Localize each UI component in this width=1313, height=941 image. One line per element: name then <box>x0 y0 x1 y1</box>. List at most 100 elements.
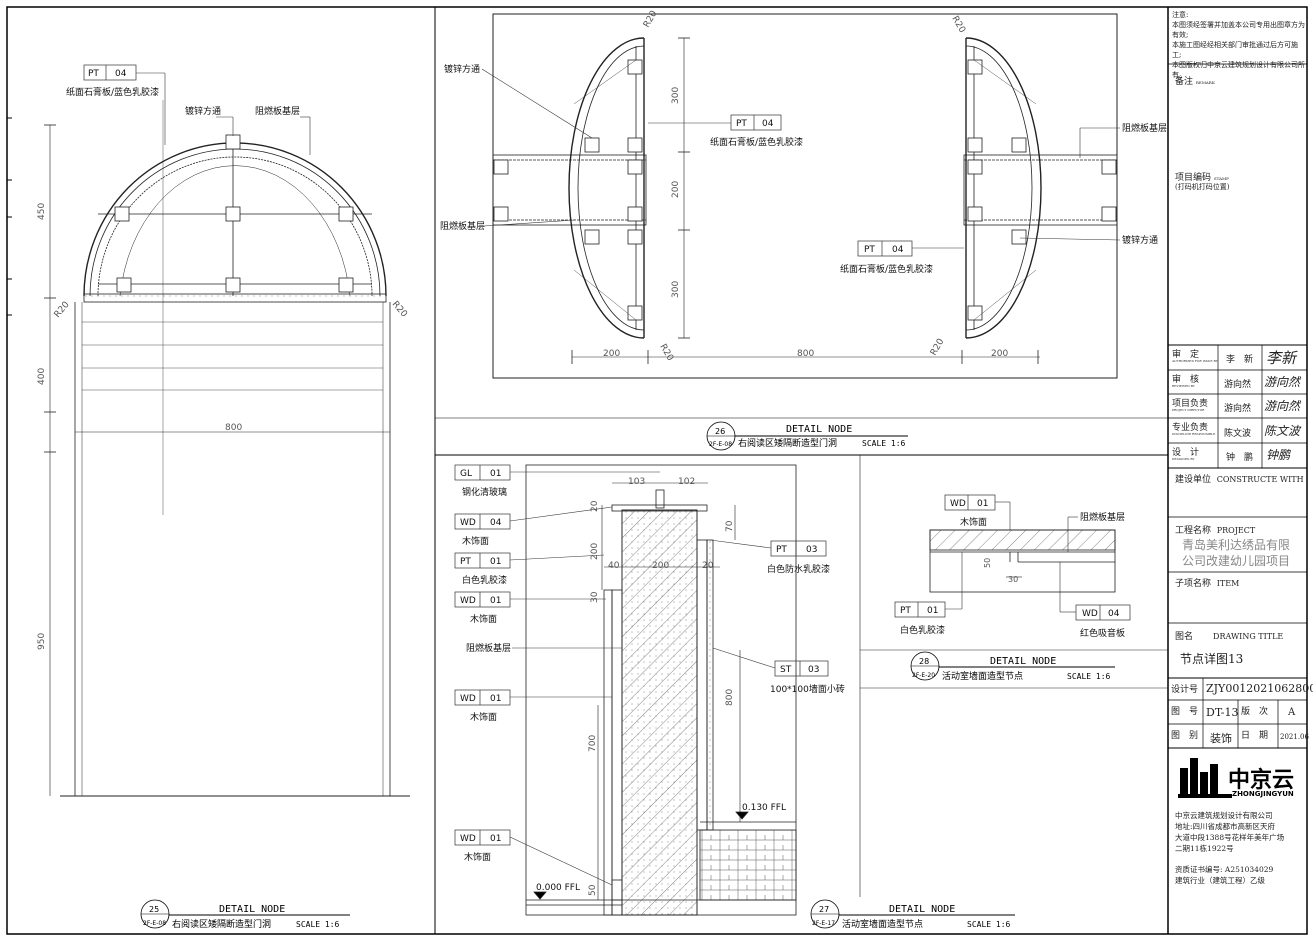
detail-25-scale: SCALE 1:6 <box>296 920 340 929</box>
detail-28-heading: DETAIL NODE <box>990 656 1056 667</box>
tag-04: 04 <box>1108 609 1120 619</box>
signoff-role: 专业负责 <box>1172 423 1209 433</box>
detail-28-ref: 2F-E-20 <box>912 672 935 679</box>
signoff-role-en: REVIEWED BY <box>1172 384 1195 388</box>
logo-cn: 中京云 <box>1228 768 1295 793</box>
date-label: 日 期 <box>1241 731 1269 741</box>
dim-r20: R20 <box>53 300 72 320</box>
detail-27-heading: DETAIL NODE <box>889 904 955 915</box>
dim-300: 300 <box>671 87 681 104</box>
dim-40: 40 <box>608 561 620 571</box>
dim-200: 200 <box>590 543 600 560</box>
detail-27-ref: 2F-E-17 <box>812 920 835 927</box>
label-pt04: 纸面石膏板/蓝色乳胶漆 <box>710 136 803 148</box>
dim-400: 400 <box>37 368 47 385</box>
signoff-role: 项目负责 <box>1172 399 1209 409</box>
label-fire: 阻燃板基层 <box>1080 511 1125 523</box>
detail-28-title-text: 活动室墙面造型节点 <box>942 670 1023 682</box>
category: 装饰 <box>1210 732 1232 745</box>
project-name: 青岛美利达绣品有限 公司改建幼儿园项目 <box>1182 538 1291 568</box>
signoff-name: 李 新 <box>1226 355 1254 365</box>
detail-26-dims: 300 200 300 200 800 200 R20 R20 R20 R20 <box>603 9 1008 363</box>
date: 2021.06 <box>1280 733 1309 741</box>
dim-r20: R20 <box>949 15 967 36</box>
item-label: 子项名称 ITEM <box>1175 579 1240 589</box>
ffl-130: 0.130 FFL <box>742 803 786 813</box>
dim-r20: R20 <box>390 300 409 320</box>
dim-r20: R20 <box>642 9 660 30</box>
label-galv: 镀锌方通 <box>185 105 221 117</box>
dwg-no: DT-13 <box>1206 706 1239 719</box>
detail-27-scale: SCALE 1:6 <box>967 920 1011 929</box>
tag-wd: WD <box>460 596 476 606</box>
detail-27-title: 27 2F-E-17 DETAIL NODE 活动室墙面造型节点 SCALE 1… <box>810 899 1015 930</box>
tag-04: 04 <box>115 69 127 79</box>
company-grade: 建筑行业（建筑工程）乙级 <box>1175 876 1265 885</box>
tag-pt: PT <box>900 606 911 616</box>
notes-line-2: 本施工图经经相关部门审批通过后方可施工; <box>1172 41 1298 59</box>
tag-03: 03 <box>806 545 817 555</box>
dim-200: 200 <box>603 349 620 359</box>
tag-gl: GL <box>460 469 472 479</box>
detail-26-title-text: 右阅读区矮隔断造型门洞 <box>738 437 837 449</box>
dim-50: 50 <box>588 884 598 896</box>
detail-28-title: 28 2F-E-20 DETAIL NODE 活动室墙面造型节点 SCALE 1… <box>910 651 1115 682</box>
tag-01: 01 <box>927 606 938 616</box>
detail-28-wall-node <box>859 455 1168 897</box>
detail-26-arch-section <box>492 13 1118 379</box>
label-fire: 阻燃板基层 <box>1122 122 1167 134</box>
label-wood: 木饰面 <box>470 613 497 625</box>
detail-25-ref: 2F-E-08 <box>143 920 166 927</box>
dim-800: 800 <box>797 349 814 359</box>
tag-wd: WD <box>950 499 966 509</box>
detail-25-heading: DETAIL NODE <box>219 904 285 915</box>
detail-26-number: 26 <box>715 427 725 436</box>
label-white-paint: 白色乳胶漆 <box>462 574 507 586</box>
notes-title: 注意: <box>1172 11 1189 19</box>
design-no-label: 设计号 <box>1171 685 1199 695</box>
label-galv: 镀锌方通 <box>1122 234 1158 246</box>
signature: 李新 <box>1266 349 1297 367</box>
logo-en: ZHONGJINGYUN <box>1232 790 1294 798</box>
signature: 钟鹏 <box>1266 448 1291 462</box>
tag-pt: PT <box>736 119 747 129</box>
label-wood: 木饰面 <box>462 535 489 547</box>
category-label: 图 别 <box>1171 731 1199 741</box>
dim-200: 200 <box>652 561 669 571</box>
company-cert: 资质证书编号: A251034029 <box>1175 865 1274 874</box>
signoff-name: 游向然 <box>1224 404 1252 414</box>
company-addr: 大道中段1388号花样年美年广场 <box>1175 833 1285 842</box>
detail-26-scale: SCALE 1:6 <box>862 439 906 448</box>
company-name: 中京云建筑规划设计有限公司 <box>1175 811 1273 820</box>
dim-102: 102 <box>678 477 695 487</box>
notes-line-1: 本图须经签署并加盖本公司专用出图章方为有效; <box>1172 21 1305 39</box>
dim-20: 20 <box>590 500 600 512</box>
drawing-title: 节点详图13 <box>1180 652 1244 666</box>
signoff-name: 钟 鹏 <box>1226 453 1254 463</box>
notes-line-3: 本图版权归中京云建筑规划设计有限公司所有。 <box>1172 61 1305 79</box>
dim-300: 300 <box>671 281 681 298</box>
signature: 游向然 <box>1264 375 1301 389</box>
tag-pt: PT <box>460 557 471 567</box>
dim-30: 30 <box>1008 575 1018 584</box>
building-logo-icon <box>1178 758 1232 798</box>
dim-200: 200 <box>991 349 1008 359</box>
tag-pt: PT <box>88 69 99 79</box>
company-logo: 中京云 ZHONGJINGYUN <box>1178 754 1300 802</box>
signoff-role: 设 计 <box>1172 448 1200 458</box>
title-block-grid <box>1168 63 1307 749</box>
tag-wd: WD <box>460 834 476 844</box>
company-addr: 地址:四川省成都市高新区天府 <box>1175 822 1276 831</box>
signoff-role: 审 核 <box>1172 375 1200 385</box>
dim-450: 450 <box>37 203 47 220</box>
tag-01: 01 <box>977 499 988 509</box>
dim-50: 50 <box>983 558 992 568</box>
detail-26-title: 26 2F-E-08 DETAIL NODE 右阅读区矮隔断造型门洞 SCALE… <box>706 421 908 451</box>
tag-04: 04 <box>490 518 502 528</box>
notes-block: 注意: 本图须经签署并加盖本公司专用出图章方为有效; 本施工图经经相关部门审批通… <box>1172 10 1306 80</box>
dim-800: 800 <box>225 423 242 433</box>
remark-label: 备注 REMARK <box>1175 77 1215 87</box>
detail-26-ref: 2F-E-08 <box>709 441 732 448</box>
